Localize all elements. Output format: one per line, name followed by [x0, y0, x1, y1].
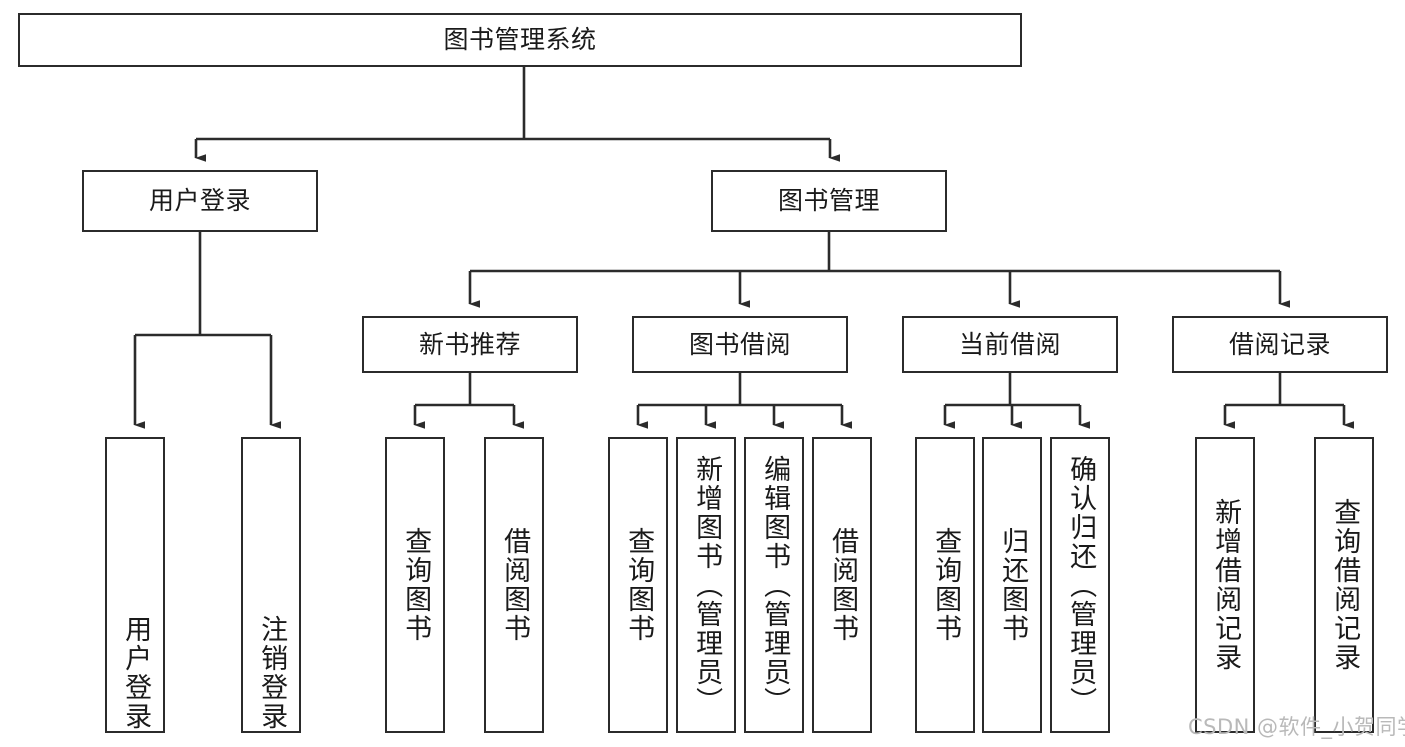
- node-leaf-user-logout-label: 注销登录: [256, 615, 288, 731]
- node-current-borrow-label: 当前借阅: [958, 329, 1061, 359]
- node-leaf-cur-confirm-return-label: 确认归还（管理员）: [1065, 454, 1097, 716]
- node-user-login-label: 用户登录: [148, 186, 251, 215]
- node-book-borrow-label: 图书借阅: [688, 329, 791, 359]
- node-borrow-record-label: 借阅记录: [1228, 329, 1331, 359]
- node-root-label: 图书管理系统: [443, 25, 597, 54]
- node-new-book-rec-label: 新书推荐: [418, 329, 521, 359]
- node-leaf-borrow-edit-book-label: 编辑图书（管理员）: [759, 454, 791, 716]
- node-current-borrow[interactable]: 当前借阅: [902, 316, 1118, 373]
- node-leaf-borrow-borrow-book[interactable]: 借阅图书: [812, 437, 872, 733]
- node-leaf-borrow-edit-book[interactable]: 编辑图书（管理员）: [744, 437, 804, 733]
- node-leaf-borrow-borrow-book-label: 借阅图书: [827, 527, 859, 643]
- node-leaf-rec-query-book-label: 查询图书: [400, 527, 432, 643]
- node-leaf-borrow-query-book[interactable]: 查询图书: [608, 437, 668, 733]
- node-leaf-rec-query-record-label: 查询借阅记录: [1329, 498, 1361, 672]
- node-leaf-cur-confirm-return[interactable]: 确认归还（管理员）: [1050, 437, 1110, 733]
- node-new-book-rec[interactable]: 新书推荐: [362, 316, 578, 373]
- node-leaf-rec-add-record-label: 新增借阅记录: [1210, 498, 1242, 672]
- node-root[interactable]: 图书管理系统: [18, 13, 1022, 67]
- node-leaf-borrow-add-book[interactable]: 新增图书（管理员）: [676, 437, 736, 733]
- node-leaf-rec-query-record[interactable]: 查询借阅记录: [1314, 437, 1374, 733]
- node-leaf-cur-return-book[interactable]: 归还图书: [982, 437, 1042, 733]
- node-leaf-cur-query-book[interactable]: 查询图书: [915, 437, 975, 733]
- node-leaf-user-logout[interactable]: 注销登录: [241, 437, 301, 733]
- node-leaf-rec-borrow-book[interactable]: 借阅图书: [484, 437, 544, 733]
- node-leaf-user-login[interactable]: 用户登录: [105, 437, 165, 733]
- node-leaf-rec-borrow-book-label: 借阅图书: [499, 527, 531, 643]
- node-leaf-user-login-label: 用户登录: [120, 615, 152, 731]
- watermark-text: CSDN @软件_小贺同学: [1188, 715, 1405, 739]
- node-leaf-cur-query-book-label: 查询图书: [930, 527, 962, 643]
- node-leaf-borrow-add-book-label: 新增图书（管理员）: [691, 454, 723, 716]
- node-leaf-cur-return-book-label: 归还图书: [997, 527, 1029, 643]
- node-book-manage[interactable]: 图书管理: [711, 170, 947, 232]
- node-leaf-rec-add-record[interactable]: 新增借阅记录: [1195, 437, 1255, 733]
- node-leaf-rec-query-book[interactable]: 查询图书: [385, 437, 445, 733]
- node-borrow-record[interactable]: 借阅记录: [1172, 316, 1388, 373]
- node-book-borrow[interactable]: 图书借阅: [632, 316, 848, 373]
- node-book-manage-label: 图书管理: [777, 186, 880, 215]
- node-leaf-borrow-query-book-label: 查询图书: [623, 527, 655, 643]
- node-user-login[interactable]: 用户登录: [82, 170, 318, 232]
